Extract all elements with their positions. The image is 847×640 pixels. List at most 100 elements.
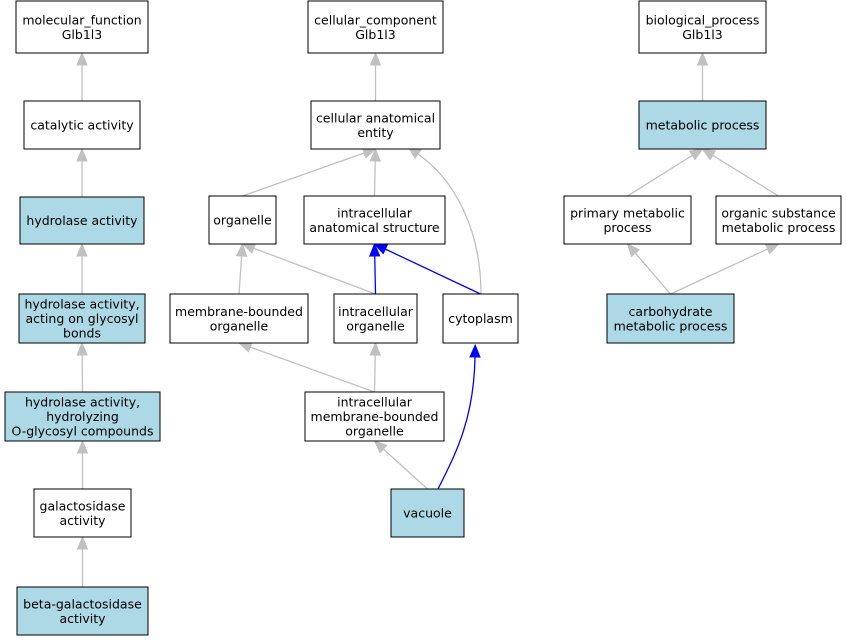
node-label-line: metabolic process [722, 220, 836, 235]
node-label-line: activity [59, 513, 106, 528]
edge-arrowhead [764, 243, 780, 255]
node-label-line: entity [357, 125, 394, 140]
edge-line [385, 248, 481, 295]
node-label-line: beta-galactosidase [23, 596, 142, 611]
edge-hydrolase-glycosyl-to-hydrolase [76, 242, 88, 294]
node-label-line: hydrolase activity, [25, 395, 140, 410]
node-box [33, 488, 132, 538]
edge-arrowhead [696, 51, 709, 66]
edge-arrowhead [369, 147, 381, 162]
edge-arrowhead [76, 439, 89, 454]
edge-line [417, 153, 482, 295]
edge-organelle-to-anatomical-entity [242, 147, 377, 197]
edge-intracellular-organelle-to-intracellular-structure [369, 242, 381, 295]
edge-arrowhead [701, 148, 717, 161]
edge-hydrolase-oglycosyl-to-hydrolase-glycosyl [76, 341, 88, 393]
node-label-line: intracellular [337, 205, 413, 220]
node-label-line: vacuole [403, 506, 452, 521]
node-metabolic[interactable]: metabolic process [638, 100, 767, 150]
edge-intracellular-membrane-bounded-to-membrane-bounded [237, 341, 375, 393]
node-label-line: activity [59, 611, 106, 626]
node-hydrolase-oglycosyl[interactable]: hydrolase activity,hydrolyzingO-glycosyl… [4, 391, 161, 442]
edge-arrowhead [688, 148, 704, 161]
node-box [563, 195, 692, 245]
node-box [303, 195, 446, 245]
edge-intracellular-structure-to-anatomical-entity [369, 147, 381, 197]
edge-beta-galactosidase-to-galactosidase [76, 535, 89, 587]
edge-catalytic-to-mf-root [76, 51, 88, 101]
node-cytoplasm[interactable]: cytoplasm [442, 293, 519, 344]
node-label-line: Glb1l3 [355, 27, 395, 42]
edge-arrowhead [369, 242, 381, 257]
edge-organic-substance-to-metabolic [701, 148, 779, 197]
edge-primary-metabolic-to-metabolic [627, 148, 704, 197]
node-box [715, 195, 842, 245]
node-label-line: cytoplasm [448, 311, 513, 326]
edge-line [250, 346, 375, 393]
node-box [638, 100, 767, 150]
node-label-line: O-glycosyl compounds [12, 424, 154, 439]
edge-line [634, 252, 671, 295]
node-label-line: membrane-bounded [175, 304, 303, 319]
node-label-line: bonds [63, 326, 101, 341]
edge-membrane-bounded-to-organelle [235, 242, 248, 295]
edge-line [627, 154, 693, 197]
edge-hydrolase-to-catalytic [76, 147, 88, 197]
node-label-line: hydrolyzing [46, 409, 119, 424]
edge-intracellular-organelle-to-organelle [241, 243, 376, 295]
node-label-line: carbohydrate [629, 304, 713, 319]
node-label-line: organelle [213, 213, 272, 228]
node-label-line: acting on glycosyl [26, 311, 139, 326]
node-label-line: hydrolase activity, [24, 297, 139, 312]
node-box [442, 293, 519, 344]
node-box [208, 195, 277, 245]
node-hydrolase-glycosyl[interactable]: hydrolase activity,acting on glycosylbon… [18, 293, 146, 344]
node-label-line: biological_process [646, 12, 760, 27]
node-box [310, 100, 441, 150]
node-label-line: metabolic process [646, 118, 760, 133]
edge-line [374, 255, 377, 295]
node-label-line: molecular_function [22, 12, 141, 27]
node-hydrolase[interactable]: hydrolase activity [19, 196, 145, 245]
node-box [333, 293, 418, 344]
node-label-line: primary metabolic [570, 205, 685, 220]
edge-line [253, 247, 376, 295]
node-box [304, 391, 445, 442]
node-vacuole[interactable]: vacuole [390, 488, 465, 538]
edge-arrowhead [235, 242, 248, 257]
node-box [390, 488, 465, 538]
node-label-line: anatomical structure [309, 220, 439, 235]
edge-carbohydrate-metabolic-to-organic-substance [670, 243, 780, 295]
edge-carbohydrate-metabolic-to-primary-metabolic [626, 243, 671, 295]
node-label-line: intracellular [337, 395, 413, 410]
edge-layer [76, 51, 780, 587]
node-organelle[interactable]: organelle [208, 195, 277, 245]
node-box [638, 0, 767, 54]
edge-arrowhead [369, 51, 382, 66]
node-box [23, 100, 141, 150]
node-label-line: organelle [345, 424, 404, 439]
node-label-line: membrane-bounded [311, 409, 439, 424]
node-label-line: cellular_component [314, 12, 437, 27]
node-catalytic[interactable]: catalytic activity [23, 100, 141, 150]
edge-metabolic-to-bp-root [696, 51, 709, 101]
edge-arrowhead [369, 341, 381, 356]
node-box [15, 0, 149, 54]
node-box [169, 293, 309, 344]
node-label-line: intracellular [338, 304, 414, 319]
